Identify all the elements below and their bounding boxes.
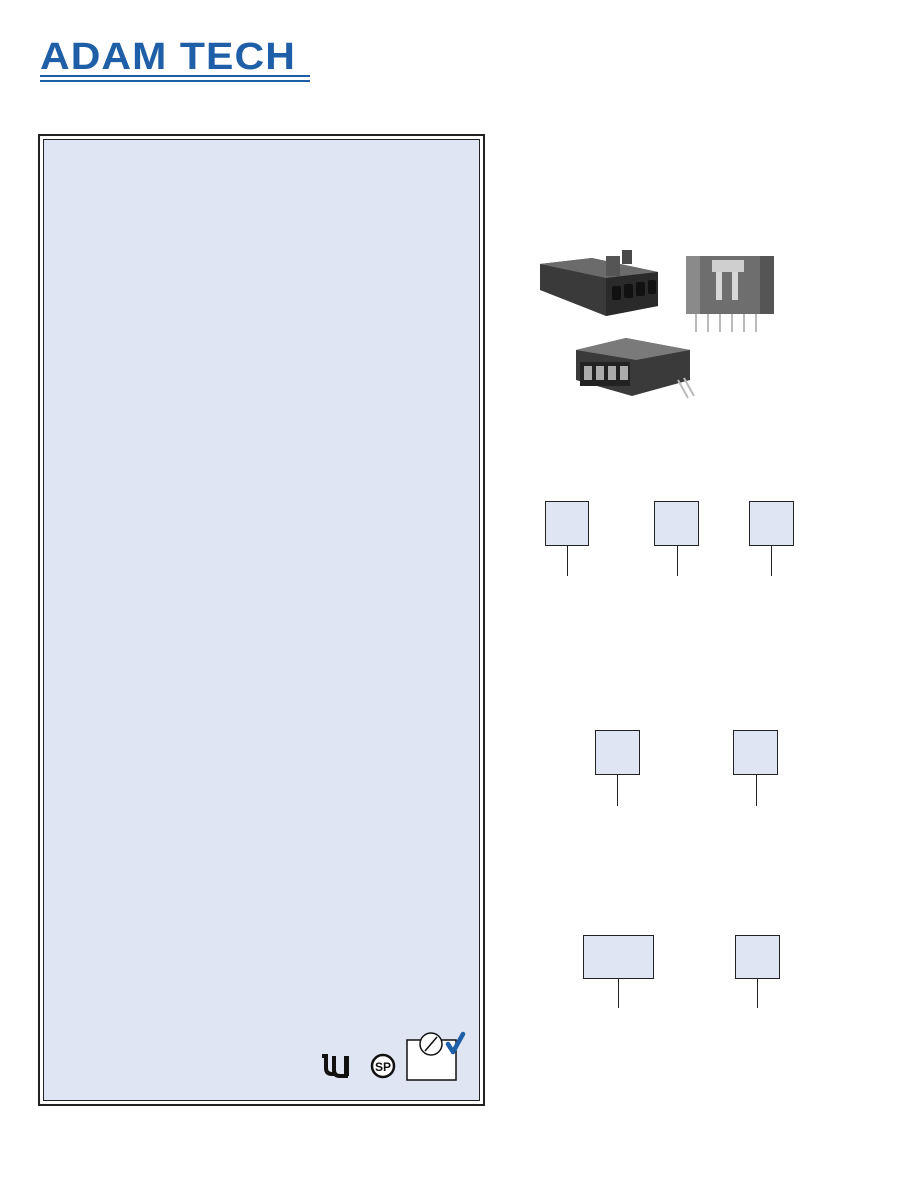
ordering-leader-line [756, 775, 757, 806]
logo-underline [40, 75, 310, 77]
ordering-box-series [545, 501, 589, 546]
ordering-leader-line [757, 979, 758, 1008]
ordering-leader-line [771, 546, 772, 576]
company-logo: ADAM TECH [40, 38, 310, 84]
ordering-leader-line [618, 979, 619, 1008]
svg-text:SP: SP [375, 1060, 391, 1074]
rohs-compliant-icon [406, 1031, 466, 1081]
csa-certified-icon: SP [370, 1053, 396, 1079]
company-name: ADAM TECH [40, 36, 296, 78]
connector-header-right-angle-photo [576, 338, 695, 399]
ordering-box-color [735, 935, 780, 979]
ordering-leader-line [567, 546, 568, 576]
connector-housing-photo [540, 250, 658, 316]
ordering-leader-line [617, 775, 618, 806]
ordering-box-positions [749, 501, 794, 546]
ordering-box-mounting [733, 730, 778, 775]
ordering-box-type [654, 501, 699, 546]
features-panel-body [43, 139, 480, 1101]
ordering-leader-line [677, 546, 678, 576]
logo-underline-2 [40, 80, 310, 82]
ordering-box-orientation [595, 730, 640, 775]
ordering-box-plating [583, 935, 654, 979]
features-panel: SP [38, 134, 485, 1106]
ul-recognized-icon [322, 1054, 349, 1078]
connector-header-vertical-photo [686, 256, 774, 332]
